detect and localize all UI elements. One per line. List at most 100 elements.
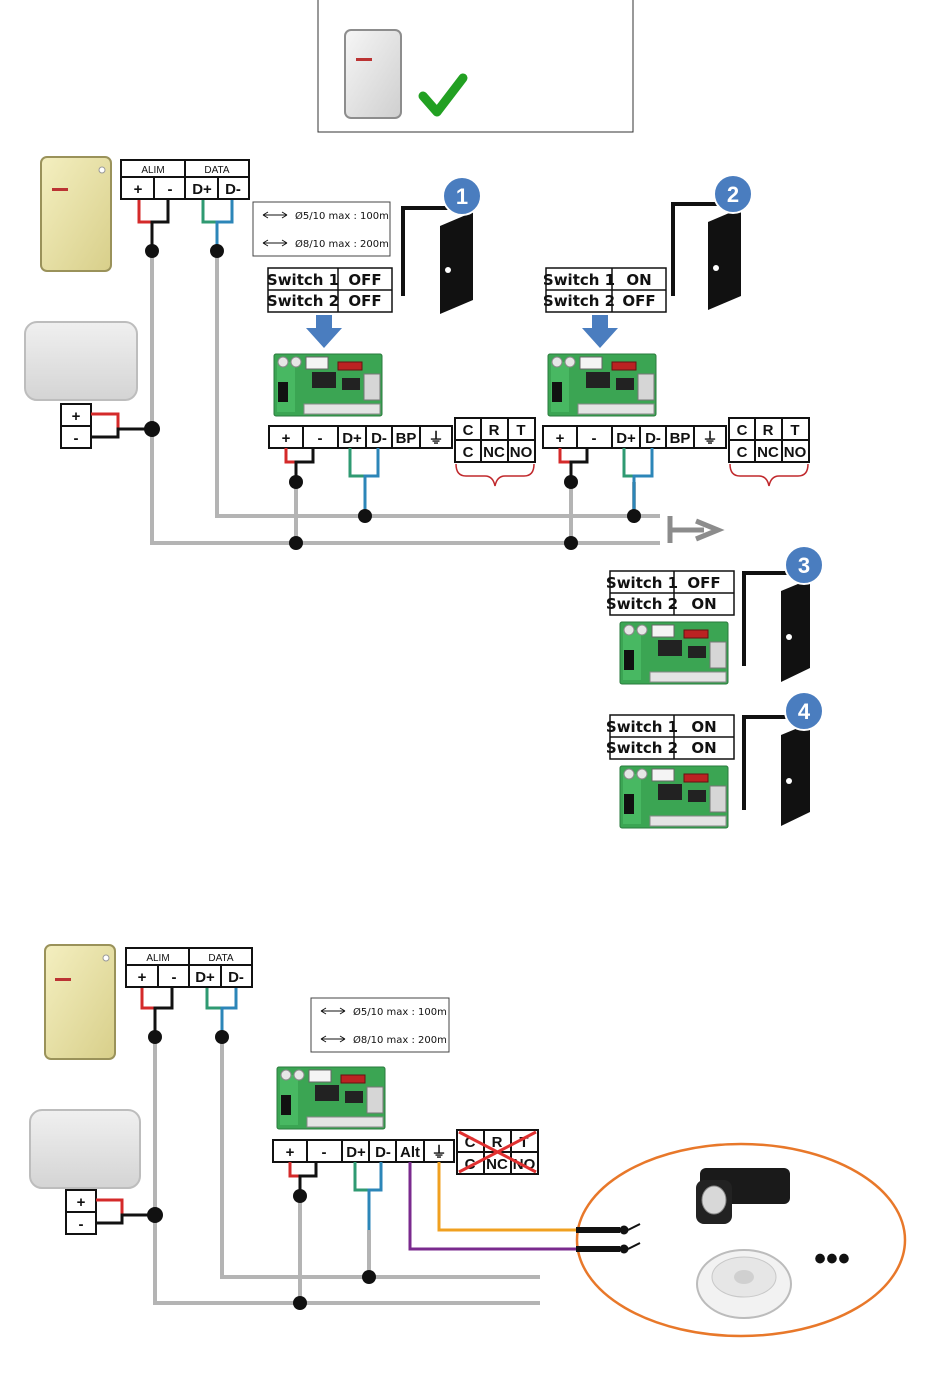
cable-spec-2-b: Ø8/10 max : 200m: [353, 1034, 447, 1046]
relay2-contact-no: NO: [784, 444, 807, 461]
door-1-switch1-value: OFF: [348, 271, 381, 289]
door-3-switch2-label: Switch 2: [606, 595, 678, 613]
dry-contact-switch: [576, 1223, 641, 1254]
pin-d-minus: D-: [225, 181, 241, 198]
psu-pin-plus: +: [72, 408, 81, 425]
relay2-pin-plus: +: [556, 430, 565, 447]
top-terminal-dots: [145, 244, 224, 258]
input-module-board: [276, 1066, 386, 1130]
input-contact-r: R: [492, 1134, 503, 1151]
relay1-contact-c-top: C: [463, 422, 474, 439]
door-3-bubble: [784, 545, 824, 585]
cable-spec-2: Ø8/10 max : 200m: [295, 238, 389, 250]
door-icon: [671, 202, 741, 310]
pin-plus-2: +: [138, 969, 147, 986]
top-terminal-wires: [137, 197, 234, 251]
door-2-switch-table: Switch 1 ON Switch 2 OFF: [543, 267, 667, 313]
input-contact-c: C: [465, 1156, 476, 1173]
relay-module-4-board: [619, 765, 729, 829]
relay-module-2-terminals: + - D+ D- BP ⏚ C R T C NC NO: [542, 417, 810, 463]
checkmark-icon: [418, 73, 468, 117]
psu-terminals-2: + -: [65, 1189, 97, 1235]
relay1-ground-icon: ⏚: [428, 430, 443, 447]
arrow-down-icon: [306, 315, 342, 348]
door-4-switch2-value: ON: [691, 739, 716, 757]
continuation-arrow-icon: [667, 516, 725, 543]
controller-icon: [44, 944, 116, 1060]
pin-d-plus-2: D+: [195, 969, 215, 986]
input-ground-icon: ⏚: [431, 1144, 446, 1161]
pin-plus: +: [134, 181, 143, 198]
relay1-contact-nc: NC: [483, 444, 505, 461]
relay1-pin-minus: -: [318, 430, 323, 447]
bus-cables-2: [153, 1037, 540, 1305]
pin-minus-2: -: [172, 969, 177, 986]
door-4-switch1-label: Switch 1: [606, 718, 678, 736]
psu2-pin-minus: -: [79, 1216, 84, 1233]
door-3-number: 3: [798, 553, 810, 578]
door-1-bubble: [442, 176, 482, 216]
relay1-contact-t: T: [516, 422, 525, 439]
relay2-pin-d-plus: D+: [616, 430, 636, 447]
psu-pin-minus: -: [74, 430, 79, 447]
relay2-pin-d-minus: D-: [645, 430, 661, 447]
relay1-pin-bp: BP: [396, 430, 417, 447]
door-2-switch1-label: Switch 1: [543, 271, 615, 289]
door-3-switch-table: Switch 1 OFF Switch 2 ON: [606, 570, 735, 616]
relay2-contact-c-top: C: [737, 422, 748, 439]
more-sensors-ellipsis: •••: [814, 1240, 850, 1278]
door-4-switch1-value: ON: [691, 718, 716, 736]
power-supply-icon: [29, 1109, 141, 1189]
door-2-number: 2: [727, 182, 739, 207]
relay1-contact-c: C: [463, 444, 474, 461]
data-group-label: DATA: [204, 165, 230, 176]
relay1-contact-no: NO: [510, 444, 533, 461]
relay2-contact-r: R: [763, 422, 774, 439]
relay-module-1-terminals: + - D+ D- BP ⏚ C R T C NC NO: [268, 417, 536, 463]
door-1-switch-table: Switch 1 OFF Switch 2 OFF: [267, 267, 393, 313]
controller-terminal-block-2: ALIM DATA + - D+ D-: [125, 947, 253, 988]
relay1-pin-d-plus: D+: [342, 430, 362, 447]
input-contact-nc: NC: [486, 1156, 508, 1173]
relay1-pin-d-minus: D-: [371, 430, 387, 447]
door-1-switch2-label: Switch 2: [267, 292, 339, 310]
door-3-switch2-value: ON: [691, 595, 716, 613]
relay2-pin-bp: BP: [670, 430, 691, 447]
smoke-detector-icon: [696, 1249, 792, 1319]
relay2-pin-minus: -: [592, 430, 597, 447]
arrow-down-icon: [582, 315, 618, 348]
alim-group-label-2: ALIM: [146, 953, 169, 964]
door-1-number: 1: [456, 184, 468, 209]
cable-spec-box: Ø5/10 max : 100m Ø8/10 max : 200m: [252, 201, 391, 257]
relay2-contact-t: T: [790, 422, 799, 439]
pin-minus: -: [168, 181, 173, 198]
door-3-switch1-value: OFF: [687, 574, 720, 592]
psu2-pin-plus: +: [77, 1194, 86, 1211]
controller-icon: [344, 29, 402, 119]
door-4-switch-table: Switch 1 ON Switch 2 ON: [606, 714, 735, 760]
input-pin-minus: -: [322, 1144, 327, 1161]
pin-d-plus: D+: [192, 181, 212, 198]
input-contact-t: T: [519, 1134, 528, 1151]
data-group-label-2: DATA: [208, 953, 234, 964]
controller-terminal-block: ALIM DATA + - D+ D-: [120, 159, 250, 200]
input-pin-d-minus: D-: [375, 1144, 391, 1161]
input-pin-d-plus: D+: [346, 1144, 366, 1161]
door-icon: [401, 206, 473, 314]
relay-module-1-board: [273, 353, 383, 417]
psu-terminals: + -: [60, 403, 92, 449]
door-4-switch2-label: Switch 2: [606, 739, 678, 757]
door-3-switch1-label: Switch 1: [606, 574, 678, 592]
door-1-switch2-value: OFF: [348, 292, 381, 310]
relay2-ground-icon: ⏚: [702, 430, 717, 447]
relay-module-2-board: [547, 353, 657, 417]
input-contact-c-top: C: [465, 1134, 476, 1151]
relay2-contact-nc: NC: [757, 444, 779, 461]
cable-spec-box-2: Ø5/10 max : 100m Ø8/10 max : 200m: [310, 997, 450, 1053]
power-supply-icon: [24, 321, 138, 401]
alim-group-label: ALIM: [141, 165, 164, 176]
input-pin-plus: +: [286, 1144, 295, 1161]
relay1-pin-plus: +: [282, 430, 291, 447]
relay1-contact-r: R: [489, 422, 500, 439]
door-2-switch1-value: ON: [626, 271, 651, 289]
